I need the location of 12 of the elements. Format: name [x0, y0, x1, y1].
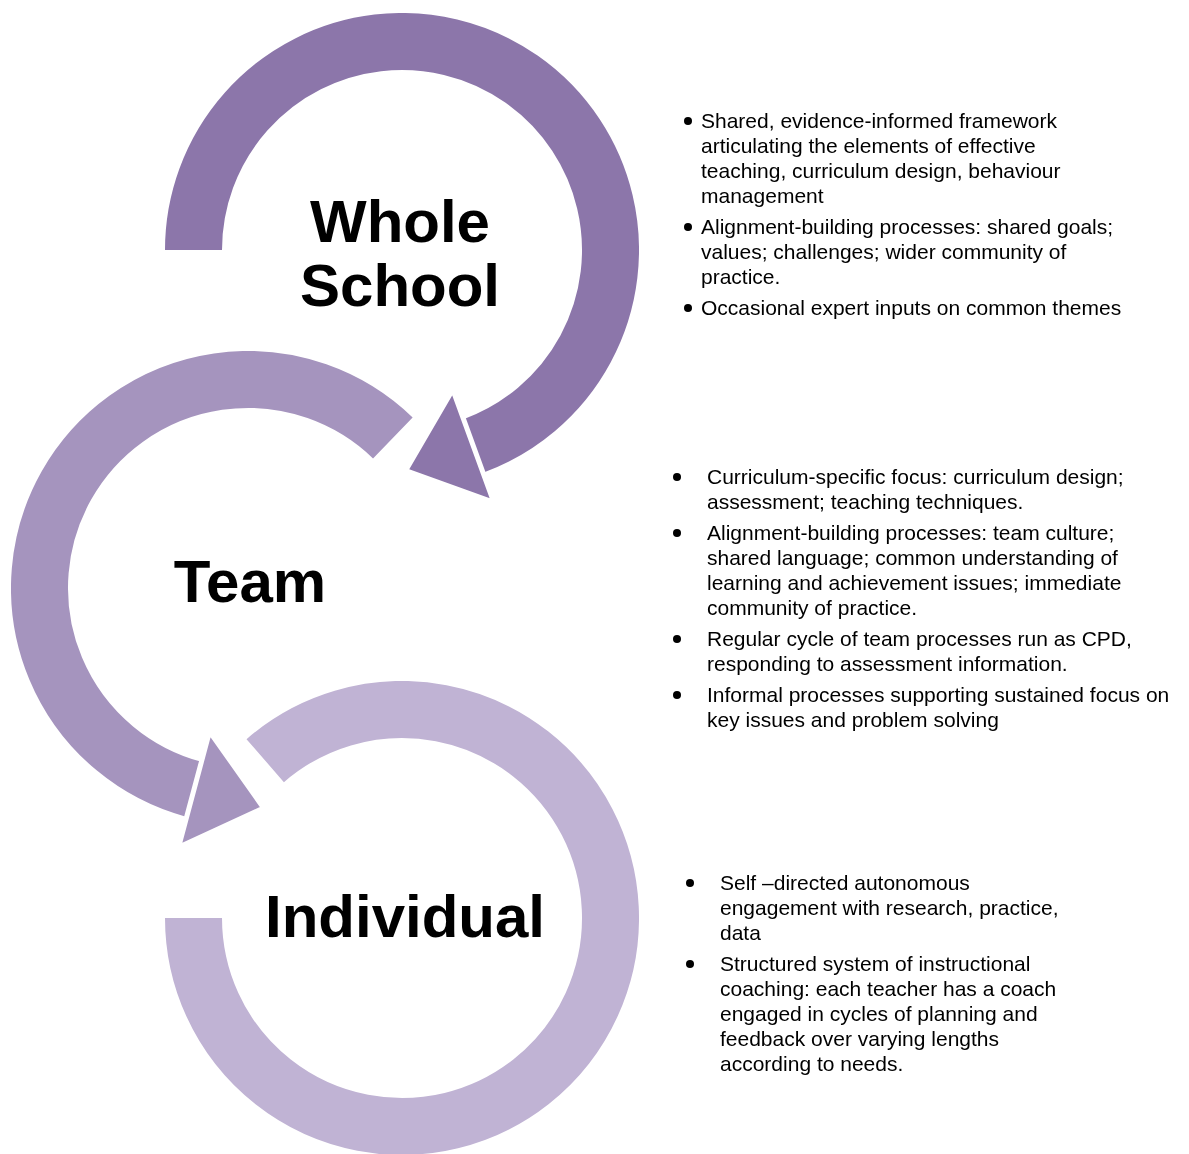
- stage-label: Team: [172, 550, 328, 614]
- stage-label: Whole School: [300, 190, 500, 318]
- bullet-text: Informal processes supporting sustained focus on key issues and problem solving: [707, 683, 1170, 731]
- bullet-text: Regular cycle of team processes run as CPD, responding to assessment information.: [707, 627, 1132, 675]
- bullet-text: Shared, evidence-informed framework articulating the elements of effective teaching, curriculum design, behaviour management: [701, 109, 1061, 207]
- bullet-text: Occasional expert inputs on common themes: [701, 296, 1122, 319]
- bullet-text: Alignment-building processes: team culture; shared language; common understanding of learning and achievement issues; immediate community of practice.: [707, 521, 1122, 619]
- bullet-text: Curriculum-specific focus: curriculum design; assessment; teaching techniques.: [707, 465, 1124, 513]
- bullet-text: Self –directed autonomous engagement with research, practice, data: [720, 871, 1059, 944]
- bullet-text: Structured system of instructional coaching: each teacher has a coach engaged in cycles of planning and feedback over varying lengths according to needs.: [720, 952, 1057, 1075]
- bullet-text: Alignment-building processes: shared goals; values; challenges; wider community of practice.: [701, 215, 1114, 288]
- stage-label: Individual: [264, 885, 546, 949]
